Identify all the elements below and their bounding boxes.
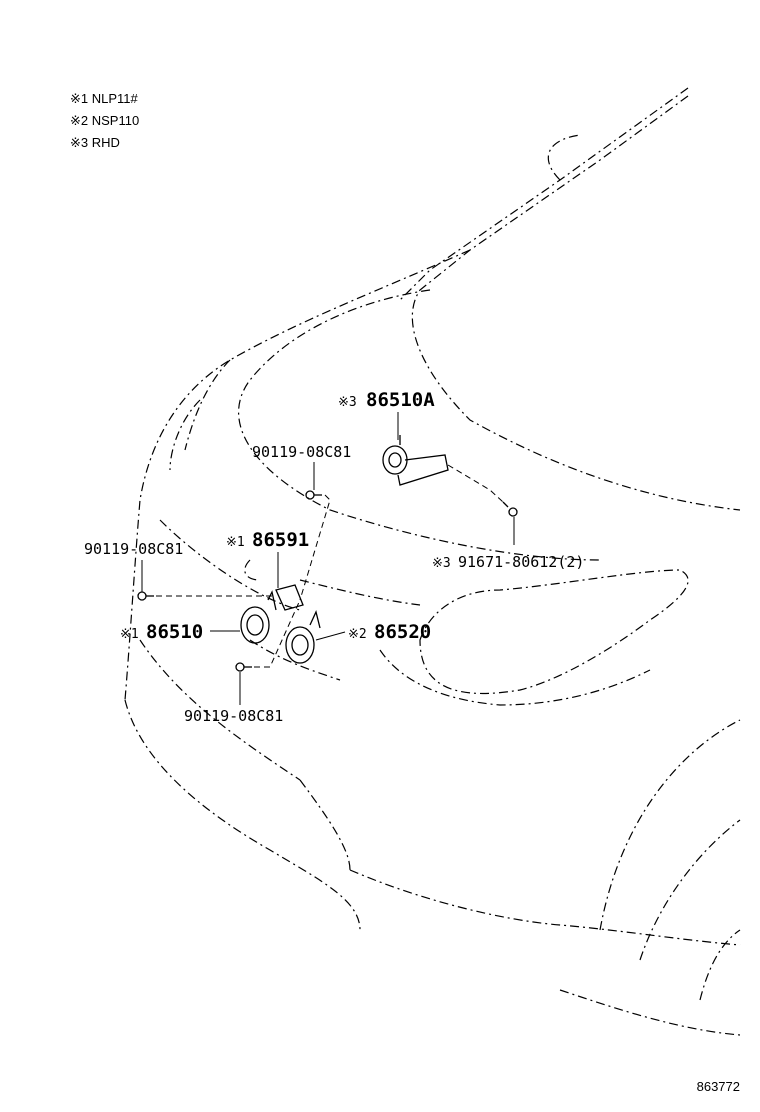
callout-mark: ※3 bbox=[432, 556, 451, 571]
callout-86591: ※1 86591 bbox=[226, 529, 309, 551]
callout-86510: ※1 86510 bbox=[120, 621, 203, 643]
callout-86520: ※2 86520 bbox=[348, 621, 431, 643]
callout-part: 90119-08C81 bbox=[252, 443, 351, 461]
callout-mark: ※1 bbox=[120, 627, 139, 642]
callout-bolt-left: 90119-08C81 bbox=[84, 540, 183, 558]
assembly-lines bbox=[156, 464, 504, 668]
horn-86510 bbox=[240, 590, 277, 644]
legend-item-1: ※1 NLP11# bbox=[70, 91, 138, 106]
bracket-86591 bbox=[275, 584, 304, 611]
horn-86520 bbox=[285, 610, 321, 664]
bolt-left bbox=[137, 591, 154, 601]
callout-part: 90119-08C81 bbox=[184, 707, 283, 725]
callout-mark: ※1 bbox=[226, 535, 245, 550]
bolt-top bbox=[305, 490, 322, 500]
callout-part: 90119-08C81 bbox=[84, 540, 183, 558]
callout-mark: ※2 bbox=[348, 627, 367, 642]
callout-bolt-top: 90119-08C81 bbox=[252, 443, 351, 461]
callout-part: 86510 bbox=[146, 621, 203, 643]
callout-part: 86520 bbox=[374, 621, 431, 643]
legend-item-2: ※2 NSP110 bbox=[70, 113, 140, 128]
horn-86510A bbox=[382, 435, 449, 486]
figure-id: 863772 bbox=[696, 1079, 740, 1094]
callout-bolt-rhd: ※3 91671-80612(2) bbox=[432, 553, 584, 571]
legend-item-3: ※3 RHD bbox=[70, 135, 120, 150]
callout-part: 86510A bbox=[366, 389, 435, 411]
parts bbox=[137, 435, 518, 672]
bolt-rhd bbox=[502, 501, 518, 517]
leader-lines bbox=[141, 412, 515, 705]
car-body-outline bbox=[124, 87, 741, 1036]
callout-part: 86591 bbox=[252, 529, 309, 551]
callout-bolt-bottom: 90119-08C81 bbox=[184, 707, 283, 725]
callout-part: 91671-80612(2) bbox=[458, 553, 584, 571]
bolt-bottom bbox=[235, 662, 252, 672]
callout-mark: ※3 bbox=[338, 395, 357, 410]
legend: ※1 NLP11# ※2 NSP110 ※3 RHD bbox=[70, 88, 139, 154]
callout-86510A: ※3 86510A bbox=[338, 389, 435, 411]
